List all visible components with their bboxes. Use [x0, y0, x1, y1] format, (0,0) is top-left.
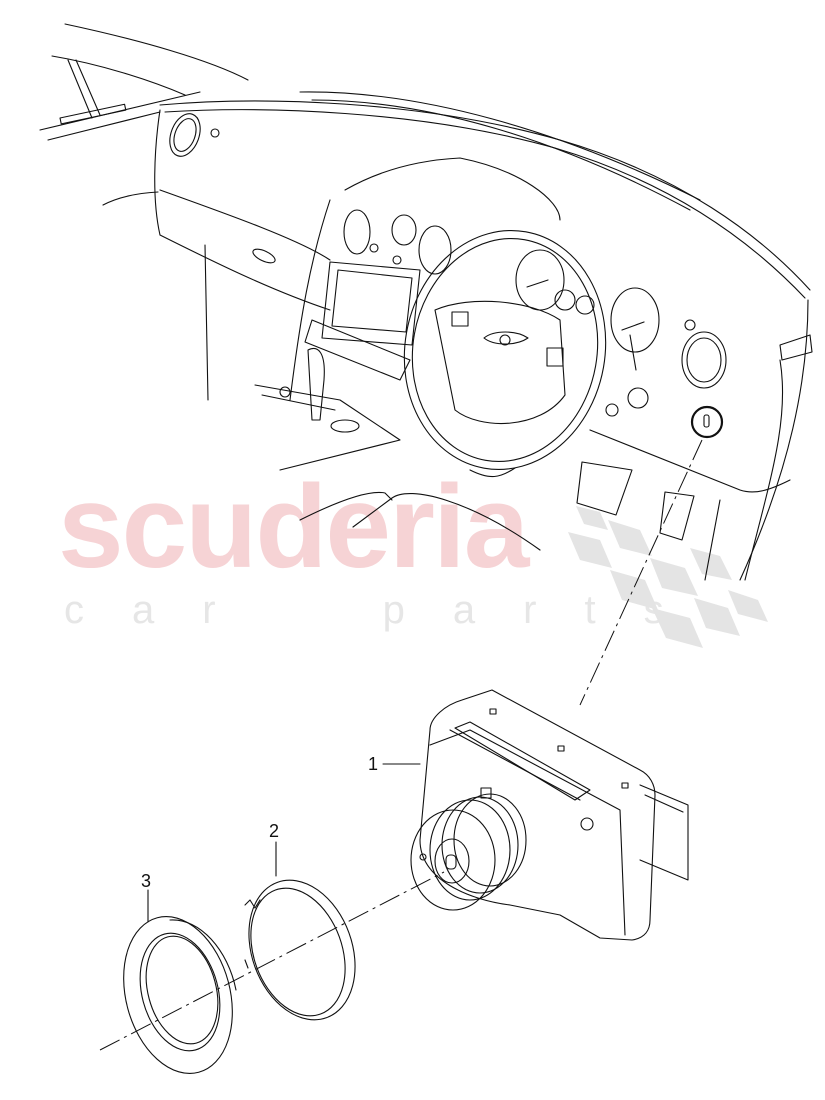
callout-3: 3 [141, 871, 152, 891]
axis-line [99, 871, 445, 1051]
pedals [576, 461, 695, 541]
steering-wheel [403, 230, 607, 470]
driver-side-dash [589, 299, 809, 581]
checker-flag-watermark [568, 506, 768, 648]
part-2-retaining-ring [244, 879, 356, 1021]
watermark-subtitle: car parts [64, 588, 712, 632]
instrument-cluster [515, 249, 660, 371]
ignition-lock-location [690, 405, 724, 439]
callout-2: 2 [269, 821, 280, 841]
assembly-leader-line [579, 439, 703, 706]
watermark-brand: scuderia [58, 461, 529, 593]
windshield-pillar [39, 23, 249, 206]
center-console [254, 157, 561, 471]
part-1-ignition-lock-housing [410, 689, 689, 941]
callout-1: 1 [368, 754, 379, 774]
part-3-trim-ring [123, 916, 237, 1074]
floor-lines [299, 467, 541, 551]
dashboard-top [154, 91, 813, 401]
